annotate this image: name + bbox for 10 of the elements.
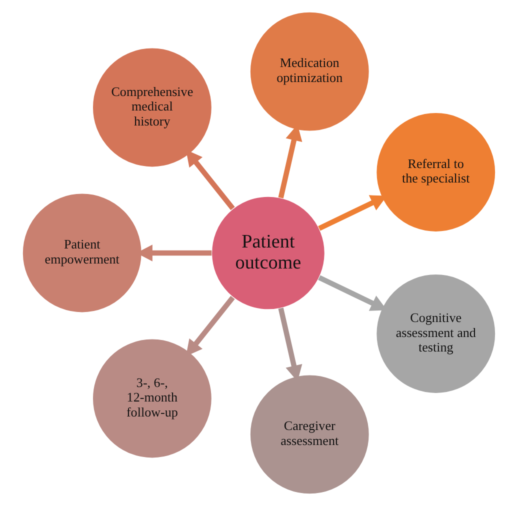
arrow xyxy=(185,296,234,356)
arrow xyxy=(318,195,386,231)
node-circle: Medication optimization xyxy=(249,12,370,132)
node-circle: Referral to the specialist xyxy=(375,112,496,232)
node-circle: Patient empowerment xyxy=(22,192,142,314)
node-circle: Patient outcome xyxy=(210,196,325,310)
arrow xyxy=(318,275,386,311)
arrow xyxy=(185,150,234,210)
node-circle: Cognitive assessment and testing xyxy=(375,274,496,394)
node-circle: Caregiver assessment xyxy=(249,374,370,494)
